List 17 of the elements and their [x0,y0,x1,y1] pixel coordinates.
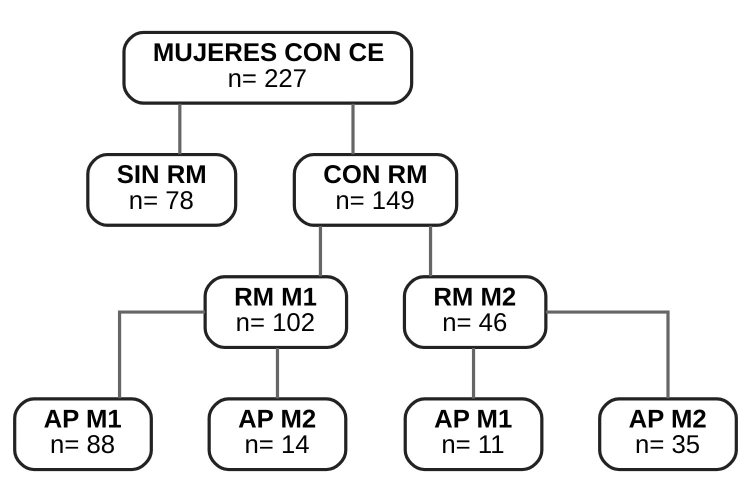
connector [428,226,432,276]
node-box: CON RM n= 149 [292,152,458,227]
node-box: RM M2 n= 46 [402,275,548,350]
node-box: AP M2 n= 14 [208,397,348,472]
connector [472,348,476,398]
node-box: AP M1 n= 11 [404,397,544,472]
node-box: AP M1 n= 88 [13,397,153,472]
node-box: MUJERES CON CE n= 227 [122,30,414,105]
connector [546,310,670,398]
node-box: RM M1 n= 102 [204,275,348,350]
connector [276,348,280,398]
connector [351,104,355,154]
connector [178,104,182,154]
node-box: AP M2 n= 35 [598,397,738,472]
node-box: SIN RM n= 78 [86,152,238,227]
connector [318,226,322,276]
connector [118,310,206,398]
